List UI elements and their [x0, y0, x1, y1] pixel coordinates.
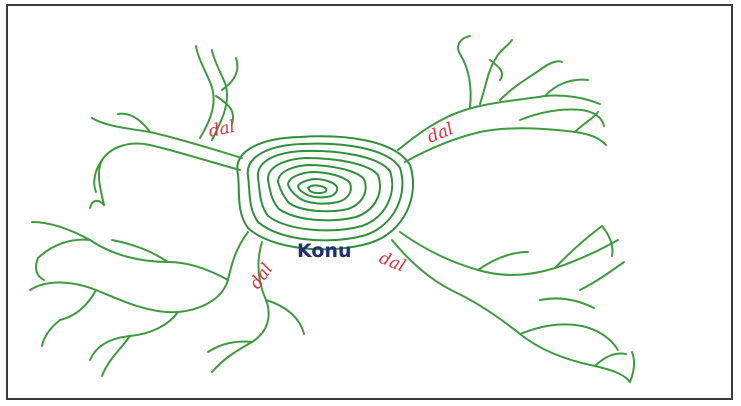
branch-label-lower-left: dal	[246, 260, 278, 293]
branch-label-upper-left: dal	[207, 117, 237, 142]
branch-lower-right	[392, 226, 634, 382]
central-topic-rings	[237, 136, 413, 249]
branch-lower-left	[30, 222, 304, 376]
central-topic-label: Konu	[297, 240, 352, 262]
branch-label-upper-right: dal	[424, 119, 456, 147]
